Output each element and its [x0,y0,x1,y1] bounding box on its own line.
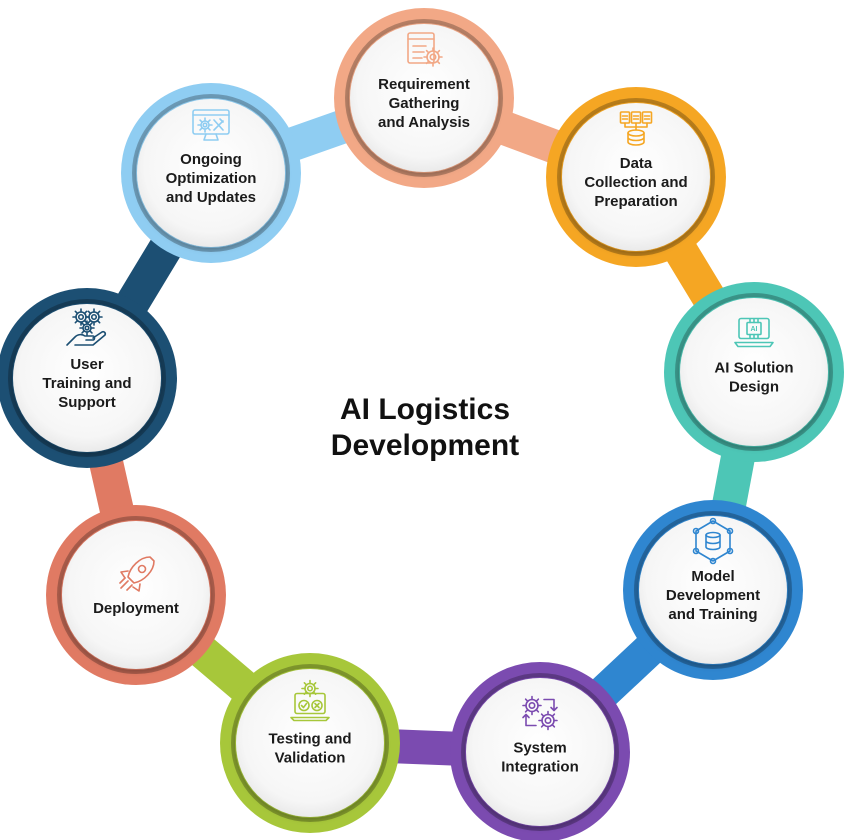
step-label-line: Validation [275,750,346,767]
integration-gears-icon [522,695,558,731]
title-line-1: AI Logistics [339,393,511,426]
step-disc [13,304,161,452]
document-settings-icon [407,32,443,67]
step-label-line: Testing and [268,731,351,748]
step-disc [137,99,285,247]
monitor-tools-icon [192,109,230,141]
step-label-line: Training and [42,375,131,392]
step-label: Deployment [93,600,179,617]
step-label-line: Deployment [93,600,179,617]
step-disc [562,103,710,251]
step-disc [466,678,614,826]
step-label-line: Ongoing [180,151,242,168]
step-label-line: Integration [501,759,579,776]
hand-gears-icon [66,308,107,346]
step-label-line: Design [729,379,779,396]
step-label-line: AI Solution [714,360,793,377]
network-database-icon [692,517,734,565]
step-label-line: Preparation [594,193,677,210]
step-label-line: Model [691,568,734,585]
step-disc [350,24,498,172]
step-label-line: Collection and [584,174,687,191]
step-label-line: Data [620,155,653,172]
step-label-line: and Updates [166,189,256,206]
data-database-icon [619,111,653,146]
ai-laptop-icon: AI [734,317,774,348]
testing-laptop-icon [290,679,330,722]
step-label-line: Gathering [389,95,460,112]
step-disc [62,521,210,669]
step-disc [680,298,828,446]
step-disc [639,516,787,664]
step-label-line: Requirement [378,76,470,93]
step-label-line: Development [666,587,760,604]
step-label-line: User [70,356,104,373]
step-node-7: Deployment [46,505,226,685]
step-disc [236,669,384,817]
step-label-line: and Analysis [378,114,470,131]
step-label-line: and Training [668,606,757,623]
step-label-line: System [513,740,566,757]
svg-text:AI: AI [751,326,758,333]
rocket-icon [119,556,155,592]
step-label-line: Support [58,394,116,411]
step-label-line: Optimization [166,170,257,187]
diagram-title: AI Logistics Development [275,392,575,464]
title-line-2: Development [330,429,520,462]
